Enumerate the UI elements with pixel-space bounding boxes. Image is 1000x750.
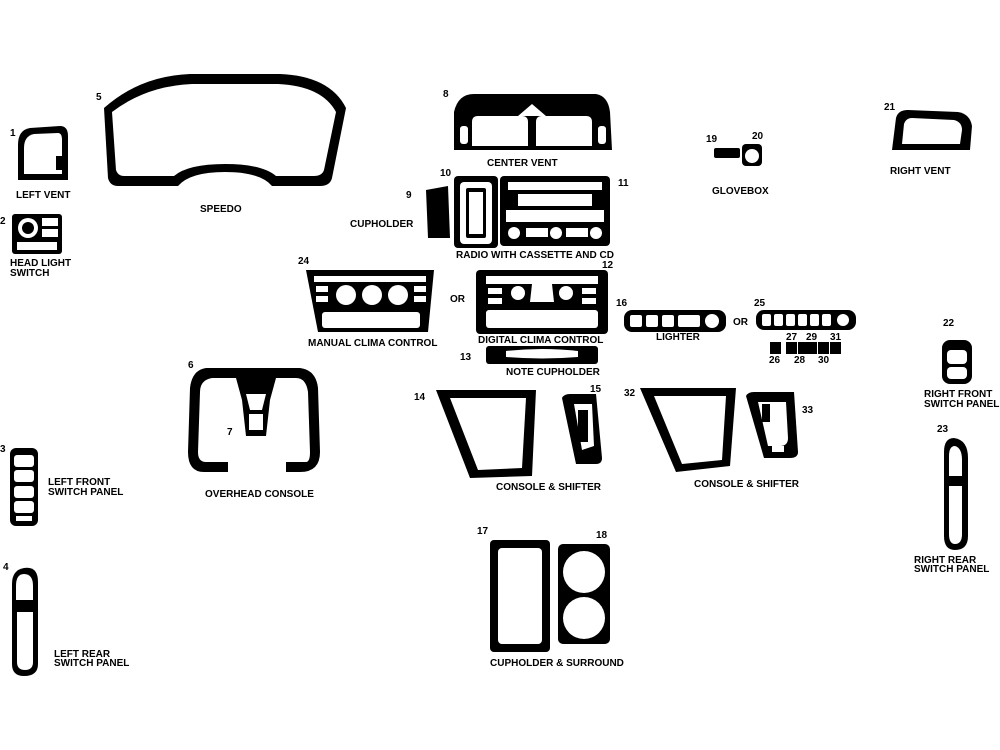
label-cupholder-surround: CUPHOLDER & SURROUND xyxy=(490,658,624,669)
piece-22-right-front-switch-panel xyxy=(942,340,972,384)
label-radio: RADIO WITH CASSETTE AND CD xyxy=(456,250,614,261)
label-console-shifter-alt: CONSOLE & SHIFTER xyxy=(694,479,800,490)
part-number: 23 xyxy=(937,424,949,435)
piece-4-left-rear-switch-panel xyxy=(12,567,38,676)
piece-21-right-vent xyxy=(892,110,972,150)
piece-18-cupholder-insert xyxy=(558,544,610,644)
label-digital-clima: DIGITAL CLIMA CONTROL xyxy=(478,335,603,346)
piece-26-button xyxy=(770,342,781,354)
part-number: 31 xyxy=(830,332,842,343)
piece-2-head-light-switch xyxy=(12,214,62,254)
piece-13-note-cupholder xyxy=(486,346,598,364)
piece-29-button xyxy=(806,342,817,354)
piece-24-manual-clima xyxy=(306,270,434,332)
piece-30-button xyxy=(818,342,829,354)
piece-6-overhead-console xyxy=(188,368,320,472)
part-number: 2 xyxy=(0,216,6,227)
piece-15-shifter xyxy=(562,394,602,464)
piece-14-console xyxy=(436,390,536,478)
part-number: 1 xyxy=(10,128,16,139)
piece-8-center-vent xyxy=(454,94,612,150)
part-number: 29 xyxy=(806,332,818,343)
label-right-rear-switch-2: SWITCH PANEL xyxy=(914,564,989,575)
part-number: 5 xyxy=(96,92,102,103)
part-number: 25 xyxy=(754,298,766,309)
piece-12-digital-clima xyxy=(476,270,608,334)
label-note-cupholder: NOTE CUPHOLDER xyxy=(506,367,601,378)
piece-25-button-strip xyxy=(756,310,856,330)
piece-7-overhead-insert xyxy=(236,378,276,436)
label-manual-clima: MANUAL CLIMA CONTROL xyxy=(308,338,437,349)
or-separator: OR xyxy=(733,317,749,328)
label-console-shifter: CONSOLE & SHIFTER xyxy=(496,482,602,493)
part-number: 21 xyxy=(884,102,896,113)
label-glovebox: GLOVEBOX xyxy=(712,186,769,197)
label-cupholder: CUPHOLDER xyxy=(350,219,414,230)
part-number: 14 xyxy=(414,392,426,403)
part-number: 20 xyxy=(752,131,764,142)
part-number: 6 xyxy=(188,360,194,371)
part-number: 15 xyxy=(590,384,602,395)
part-number: 4 xyxy=(3,562,9,573)
part-number: 3 xyxy=(0,444,6,455)
part-number: 12 xyxy=(602,260,614,271)
label-head-light-switch-1: HEAD LIGHT xyxy=(10,258,71,269)
part-number: 7 xyxy=(227,427,233,438)
part-number: 24 xyxy=(298,256,310,267)
piece-3-left-front-switch-panel xyxy=(10,448,38,526)
label-right-vent: RIGHT VENT xyxy=(890,166,951,177)
part-number: 18 xyxy=(596,530,608,541)
part-number: 19 xyxy=(706,134,718,145)
label-center-vent: CENTER VENT xyxy=(487,158,558,169)
piece-19-glovebox xyxy=(714,148,740,158)
piece-28-button xyxy=(798,342,809,354)
label-right-rear-switch-1: RIGHT REAR xyxy=(914,555,977,566)
part-number: 9 xyxy=(406,190,412,201)
label-left-vent: LEFT VENT xyxy=(16,190,70,201)
part-number: 26 xyxy=(769,355,781,366)
or-separator: OR xyxy=(450,294,466,305)
label-overhead-console: OVERHEAD CONSOLE xyxy=(205,489,314,500)
part-number: 27 xyxy=(786,332,798,343)
part-number: 13 xyxy=(460,352,472,363)
part-number: 17 xyxy=(477,526,489,537)
part-number: 28 xyxy=(794,355,806,366)
label-left-front-switch-2: SWITCH PANEL xyxy=(48,487,123,498)
piece-31-button xyxy=(830,342,841,354)
label-speedo: SPEEDO xyxy=(200,204,242,215)
label-right-front-switch-1: RIGHT FRONT xyxy=(924,389,992,400)
label-lighter: LIGHTER xyxy=(656,332,701,343)
piece-33-shifter-alt xyxy=(746,392,798,458)
part-number: 33 xyxy=(802,405,814,416)
piece-16-lighter xyxy=(624,310,726,332)
piece-20-glovebox xyxy=(742,144,762,166)
piece-10-radio-side xyxy=(454,176,498,248)
piece-32-console-alt xyxy=(640,388,736,472)
piece-5-speedo xyxy=(104,74,346,186)
piece-11-radio xyxy=(500,176,610,246)
piece-27-button xyxy=(786,342,797,354)
label-right-front-switch-2: SWITCH PANEL xyxy=(924,399,999,410)
label-left-rear-switch-1: LEFT REAR xyxy=(54,649,111,660)
piece-23-right-rear-switch-panel xyxy=(944,438,968,550)
label-left-rear-switch-2: SWITCH PANEL xyxy=(54,658,129,669)
piece-17-cupholder-surround xyxy=(490,540,550,652)
part-number: 8 xyxy=(443,89,449,100)
label-head-light-switch-2: SWITCH xyxy=(10,268,49,279)
piece-9-cupholder xyxy=(426,186,450,238)
part-number: 10 xyxy=(440,168,452,179)
part-number: 32 xyxy=(624,388,636,399)
part-number: 11 xyxy=(618,178,629,189)
part-number: 30 xyxy=(818,355,830,366)
part-number: 22 xyxy=(943,318,955,329)
piece-1-left-vent xyxy=(18,126,68,180)
part-number: 16 xyxy=(616,298,628,309)
label-left-front-switch-1: LEFT FRONT xyxy=(48,477,110,488)
